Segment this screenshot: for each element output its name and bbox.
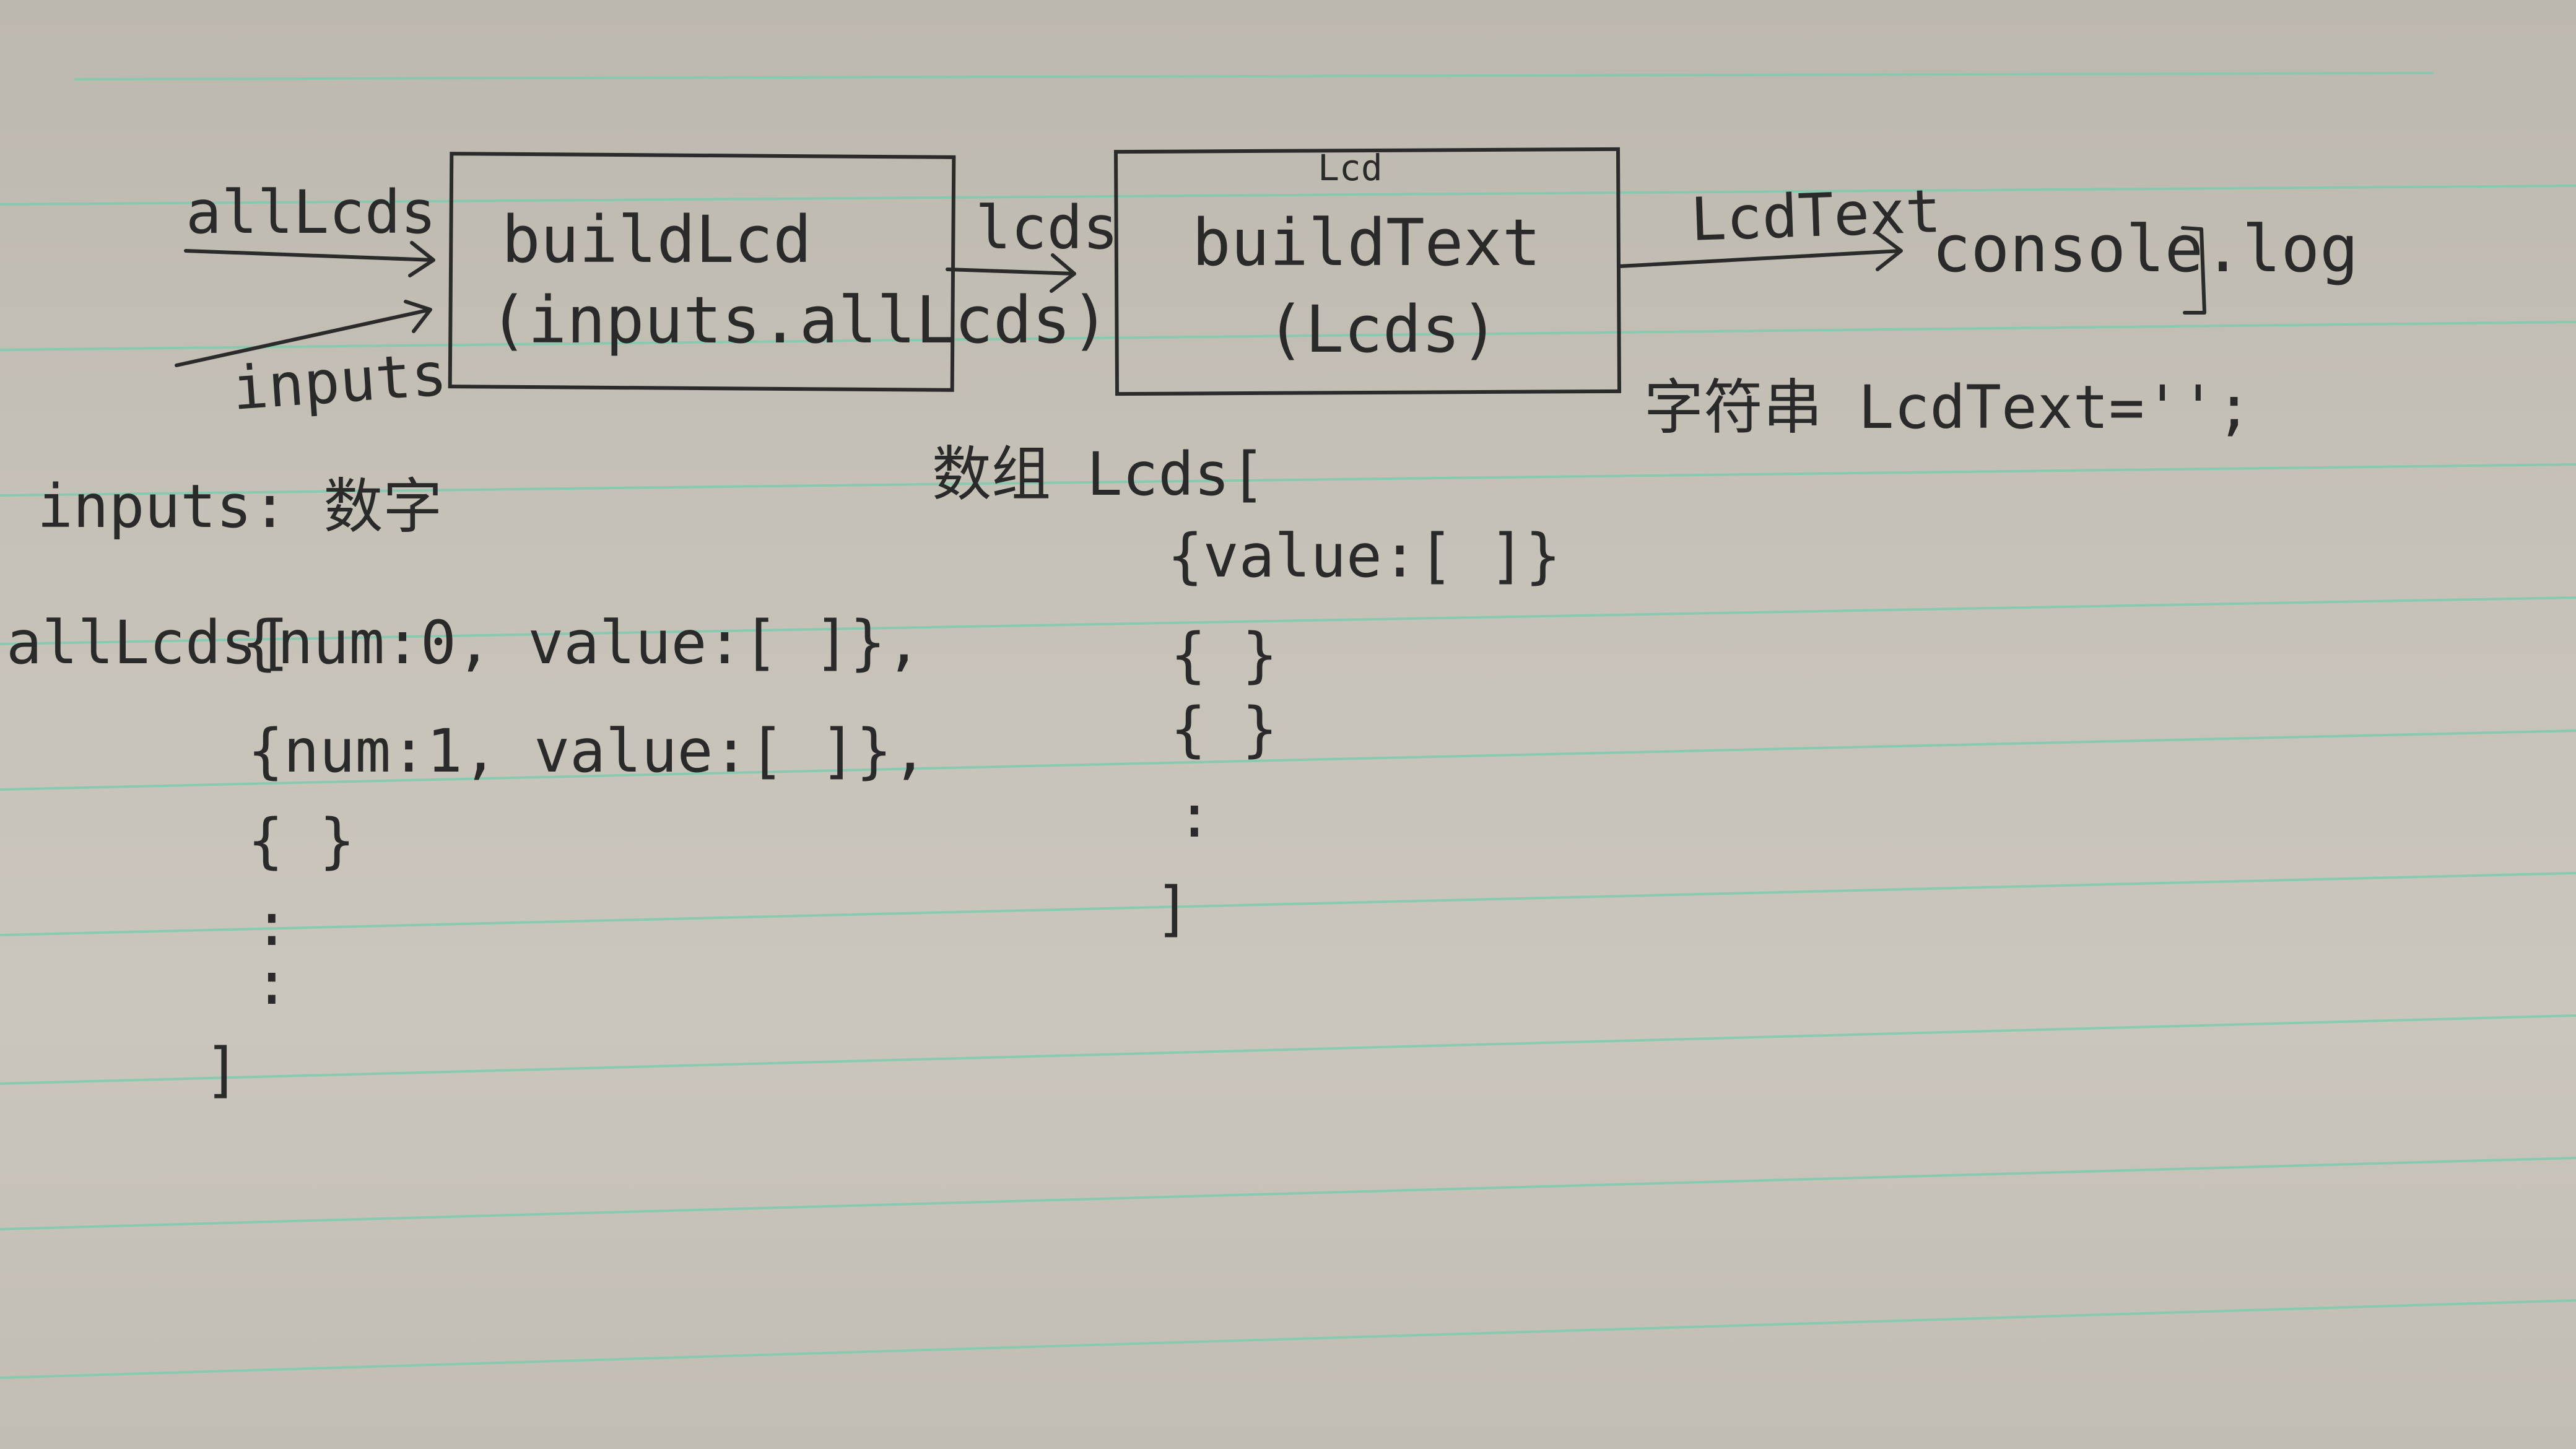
inputs-note: inputs: 数字 [37, 472, 443, 541]
all-lcds-row-1: {num:0, value:[ ]}, [242, 608, 922, 677]
arrow-lcd-text [1617, 230, 1903, 271]
lcds-label: lcds [975, 193, 1119, 263]
lcds-close: ] [1155, 874, 1191, 944]
build-lcd-args: (inputs.allLcds) [489, 282, 1110, 358]
build-text-title: buildText [1192, 205, 1541, 281]
all-lcds-close: ] [204, 1035, 240, 1105]
all-lcds-dots-1: : [254, 890, 290, 959]
all-lcds-row-3: { } [248, 806, 355, 876]
build-text-args: (Lcds) [1266, 292, 1499, 367]
build-lcd-title: buildLcd [502, 202, 812, 277]
all-lcds-label: allLcds [186, 178, 437, 247]
output-bracket [2181, 226, 2206, 315]
inputs-label: inputs [230, 339, 450, 424]
lcds-row-2: { } [1170, 620, 1278, 690]
lcd-text-label: LcdText [1689, 176, 1943, 255]
all-lcds-dots-2: : [254, 949, 290, 1018]
lcds-dots: : [1177, 781, 1212, 851]
console-log-label: console.log [1932, 211, 2359, 287]
build-text-label-above: Lcd [1318, 147, 1383, 189]
lcds-row-1: {value:[ ]} [1167, 521, 1561, 591]
arrow-all-lcds [184, 241, 435, 277]
all-lcds-row-2: {num:1, value:[ ]}, [248, 716, 928, 786]
init-note: 字符串 LcdText=''; [1644, 373, 2252, 442]
ruled-lines [0, 72, 2576, 1379]
all-lcds-listing-head: allLcds[ [6, 608, 293, 677]
arrow-lcds [946, 253, 1076, 293]
lcds-listing-head: 数组 Lcds[ [932, 440, 1266, 509]
lcds-row-3: { } [1170, 695, 1278, 764]
arrow-inputs [175, 300, 432, 367]
